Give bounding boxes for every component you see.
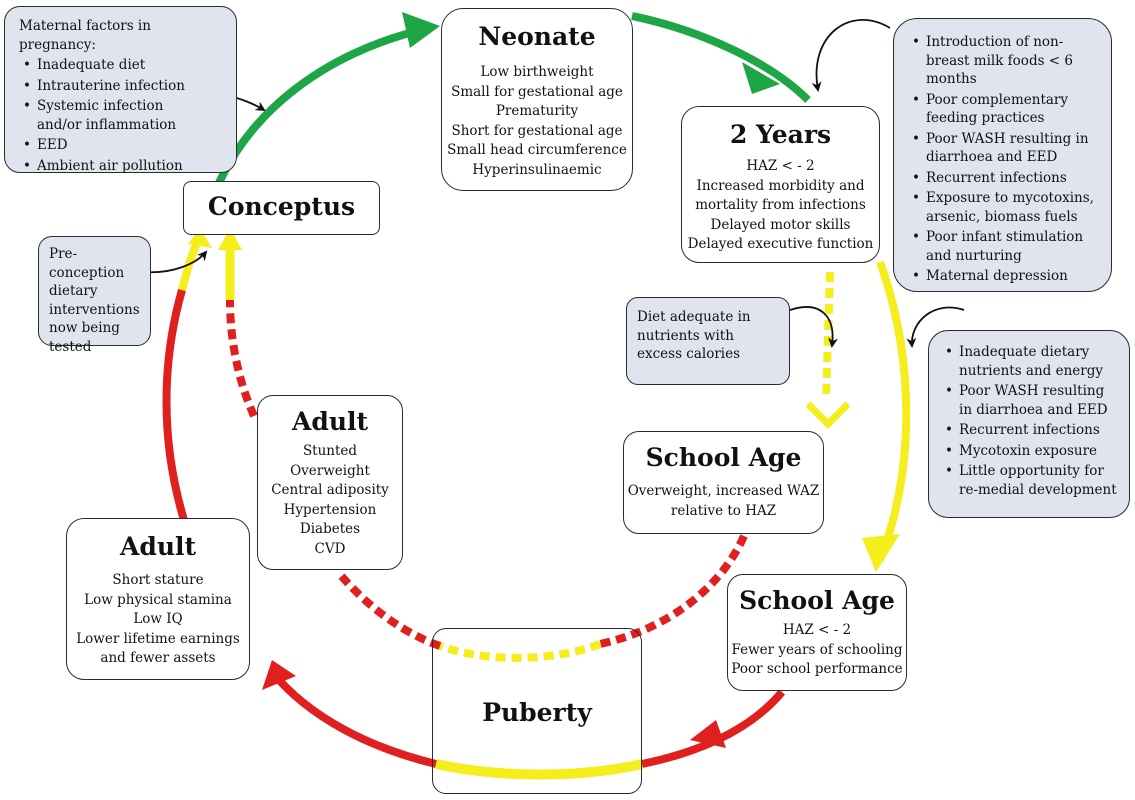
- list-item: EED: [19, 136, 228, 155]
- neonate-line: Short for gestational age: [451, 122, 623, 139]
- yellow-dashed-arrowhead: [805, 401, 851, 429]
- list-item: Intrauterine infection: [19, 77, 228, 96]
- list-item: Poor complementary feeding practices: [908, 91, 1103, 128]
- adult-inner-title: Adult: [291, 407, 369, 436]
- list-item: Inadequate dietary nutrients and energy: [941, 343, 1121, 380]
- two-years-box: 2 Years HAZ < - 2 Increased morbidity an…: [681, 106, 880, 263]
- pointer-childhood-to-cycle: [906, 306, 965, 348]
- neonate-box: Neonate Low birthweight Small for gestat…: [441, 8, 633, 191]
- adult-inner-box: Adult Stunted Overweight Central adiposi…: [257, 395, 403, 570]
- green-cycle-arc-2: [631, 12, 811, 103]
- list-item: Recurrent infections: [941, 421, 1121, 440]
- two-years-line: mortality from infections: [695, 197, 866, 213]
- adult-outer-line: Short stature: [112, 572, 204, 588]
- adult-outer-line: Low physical stamina: [84, 591, 232, 608]
- yellow-dashed-drop: [822, 271, 834, 401]
- school-age-overweight-line: Overweight, increased WAZ: [627, 483, 820, 499]
- diet-excess-text: Diet adequate in nutrients with excess c…: [637, 309, 751, 362]
- adult-outer-title: Adult: [119, 532, 197, 561]
- puberty-title: Puberty: [482, 698, 592, 727]
- maternal-factors-heading: Maternal factors in pregnancy:: [19, 18, 151, 53]
- neonate-line: Small for gestational age: [451, 83, 623, 100]
- two-years-title: 2 Years: [729, 120, 832, 149]
- green-cycle-arc-1: [206, 24, 431, 208]
- red-dashed-arc-1: [599, 534, 748, 648]
- adult-outer-line: Lower lifetime earnings: [76, 630, 240, 647]
- conceptus-box: Conceptus: [183, 181, 380, 235]
- school-age-overweight-line: relative to HAZ: [670, 502, 777, 519]
- two-years-line: Delayed executive function: [687, 236, 874, 252]
- school-age-stunted-title: School Age: [739, 586, 895, 615]
- preconception-text: Pre-conception dietary interventions now…: [49, 246, 140, 355]
- list-item: Poor infant stimulation and nurturing: [908, 228, 1103, 265]
- neonate-line: Hyperinsulinaemic: [472, 161, 602, 178]
- preconception-box: Pre-conception dietary interventions now…: [38, 236, 151, 355]
- red-cycle-arc-3: [162, 288, 188, 522]
- adult-outer-box: Adult Short stature Low physical stamina…: [66, 518, 250, 680]
- yellow-arrowhead-left: [188, 228, 212, 248]
- list-item: Systemic infection and/or inflammation: [19, 97, 212, 134]
- list-item: Maternal depression: [908, 267, 1103, 286]
- childhood-factors-list: Inadequate dietary nutrients and energy …: [941, 343, 1121, 499]
- adult-inner-line: CVD: [314, 540, 346, 557]
- yellow-up-arrowhead: [218, 228, 242, 250]
- adult-inner-line: Overweight: [290, 462, 370, 479]
- neonate-line: Prematurity: [495, 103, 579, 119]
- adult-outer-line: Low IQ: [133, 611, 183, 627]
- school-age-overweight-box: School Age Overweight, increased WAZ rel…: [623, 431, 824, 534]
- pointer-preconception-to-conceptus: [143, 250, 208, 274]
- list-item: Inadequate diet: [19, 56, 228, 75]
- two-years-line: Delayed motor skills: [710, 216, 851, 233]
- yellow-puberty-segment: [434, 759, 644, 780]
- maternal-factors-list: Inadequate diet Intrauterine infection S…: [19, 56, 228, 175]
- list-item: Poor WASH resulting in diarrhoea and EED: [941, 382, 1121, 419]
- green-arrowhead-1: [402, 12, 440, 48]
- neonate-line: Low birthweight: [480, 64, 594, 80]
- two-years-line: Increased morbidity and: [696, 177, 865, 194]
- green-arrowhead-2: [742, 62, 780, 94]
- list-item: Recurrent infections: [908, 169, 1103, 188]
- school-age-stunted-line: HAZ < - 2: [782, 622, 852, 638]
- red-cycle-arc-2: [268, 669, 437, 768]
- list-item: Mycotoxin exposure: [941, 442, 1121, 461]
- infant-factors-box: Introduction of non-breast milk foods < …: [893, 18, 1112, 292]
- adult-inner-line: Stunted: [302, 443, 358, 459]
- neonate-line: Small head circumference: [447, 142, 627, 158]
- childhood-factors-box: Inadequate dietary nutrients and energy …: [928, 330, 1130, 518]
- list-item: Poor WASH resulting in diarrhoea and EED: [908, 130, 1103, 167]
- school-age-stunted-line: Fewer years of schooling: [731, 641, 903, 658]
- puberty-box: Puberty: [432, 628, 642, 794]
- school-age-stunted-line: Poor school performance: [731, 661, 903, 677]
- neonate-title: Neonate: [478, 22, 596, 51]
- red-dashed-arc-2: [334, 569, 442, 650]
- adult-outer-line: and fewer assets: [100, 650, 216, 666]
- pointer-diet-to-dashed: [789, 306, 839, 348]
- adult-inner-line: Central adiposity: [271, 482, 389, 498]
- red-dashed-arc-3: [226, 299, 258, 418]
- list-item: Little opportunity for re-medial develop…: [941, 462, 1121, 499]
- pointer-infant-to-cycle: [811, 19, 891, 92]
- maternal-factors-box: Maternal factors in pregnancy: Inadequat…: [4, 6, 237, 175]
- infant-factors-list: Introduction of non-breast milk foods < …: [908, 33, 1103, 286]
- list-item: Exposure to mycotoxins, arsenic, biomass…: [908, 189, 1103, 226]
- red-arrowhead-1: [690, 720, 726, 748]
- conceptus-title: Conceptus: [207, 192, 356, 221]
- yellow-cycle-arc: [876, 260, 911, 562]
- two-years-line: HAZ < - 2: [746, 158, 815, 174]
- adult-inner-line: Hypertension: [283, 501, 377, 518]
- list-item: Introduction of non-breast milk foods < …: [908, 33, 1103, 89]
- diet-excess-box: Diet adequate in nutrients with excess c…: [626, 297, 790, 385]
- red-arrowhead-2: [262, 660, 296, 690]
- school-age-stunted-box: School Age HAZ < - 2 Fewer years of scho…: [727, 574, 907, 691]
- yellow-arrowhead: [862, 534, 900, 572]
- list-item: Ambient air pollution: [19, 157, 228, 176]
- adult-inner-line: Diabetes: [299, 521, 361, 537]
- school-age-overweight-title: School Age: [645, 443, 802, 472]
